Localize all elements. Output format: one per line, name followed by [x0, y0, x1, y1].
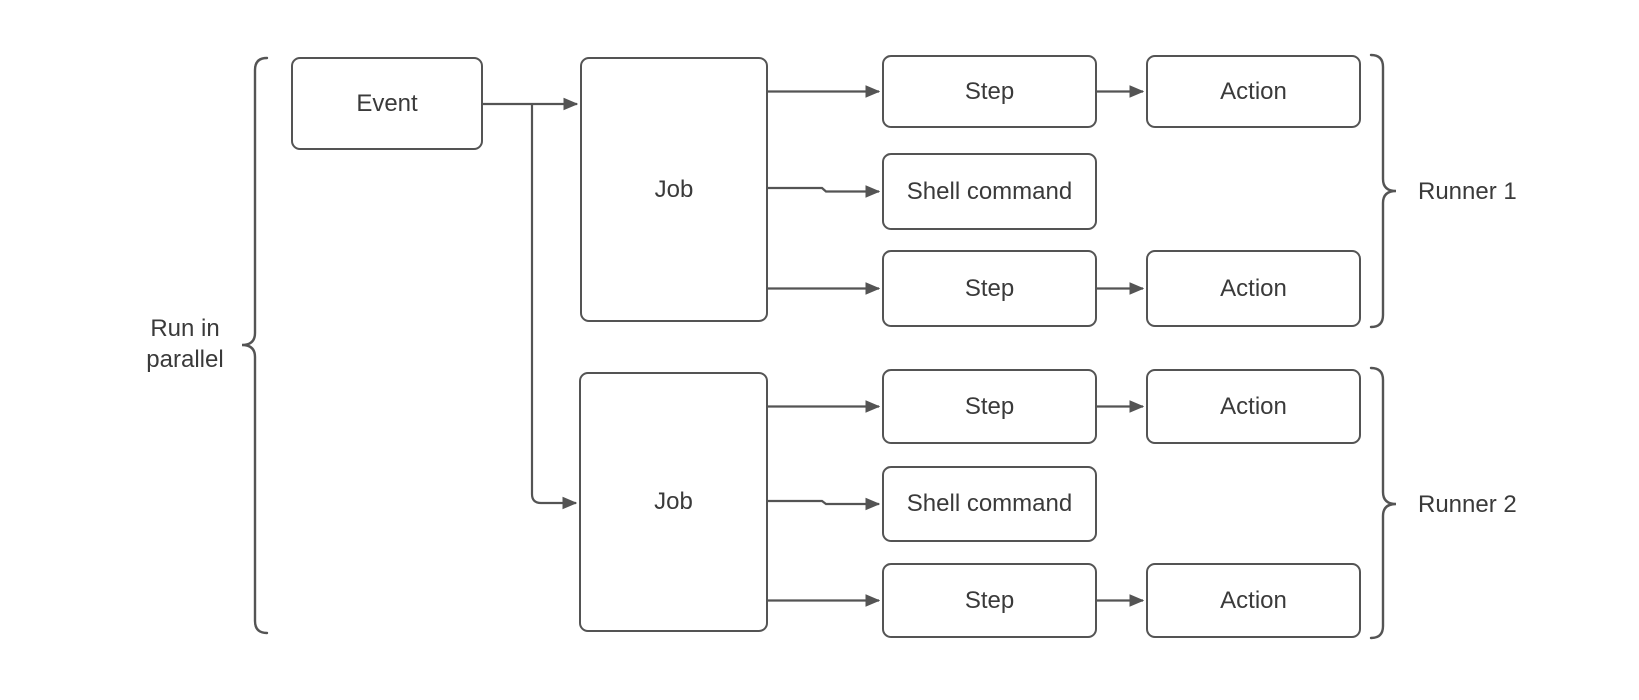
action-3-node: Action [1146, 369, 1361, 444]
shell-command-2-node: Shell command [882, 466, 1097, 542]
runner-2-brace [1369, 366, 1397, 640]
job-1-node-label: Job [654, 175, 694, 203]
event-node: Event [291, 57, 483, 150]
shell-command-2-node-label: Shell command [906, 490, 1073, 517]
shell-command-1-node: Shell command [882, 153, 1097, 230]
step-1-node-label: Step [964, 77, 1015, 105]
action-2-node: Action [1146, 250, 1361, 327]
step-1-node: Step [882, 55, 1097, 128]
action-3-node-label: Action [1220, 392, 1287, 420]
job-2-node-label: Job [654, 488, 693, 515]
step-3-node-label: Step [964, 392, 1015, 420]
connector-job1-shell1 [768, 188, 879, 192]
runner-1-brace [1369, 53, 1397, 329]
run-in-parallel-brace [241, 56, 269, 635]
action-2-node-label: Action [1220, 274, 1287, 302]
job-2-node: Job [579, 372, 768, 632]
step-2-node-label: Step [964, 274, 1015, 302]
run-in-parallel-label: Run in parallel [146, 315, 224, 373]
action-4-node: Action [1146, 563, 1361, 638]
action-4-node-label: Action [1220, 586, 1287, 614]
connector-event-job2 [530, 104, 576, 503]
runner-2-label: Runner 2 [1418, 491, 1517, 518]
step-4-node: Step [882, 563, 1097, 638]
action-1-node-label: Action [1220, 77, 1287, 105]
shell-command-1-node-label: Shell command [906, 177, 1073, 205]
job-1-node: Job [580, 57, 768, 322]
step-4-node-label: Step [964, 586, 1015, 614]
event-node-label: Event [356, 89, 418, 117]
runner-1-label: Runner 1 [1418, 178, 1517, 205]
step-3-node: Step [882, 369, 1097, 444]
step-2-node: Step [882, 250, 1097, 327]
action-1-node: Action [1146, 55, 1361, 128]
connector-job2-shell2 [768, 501, 879, 504]
